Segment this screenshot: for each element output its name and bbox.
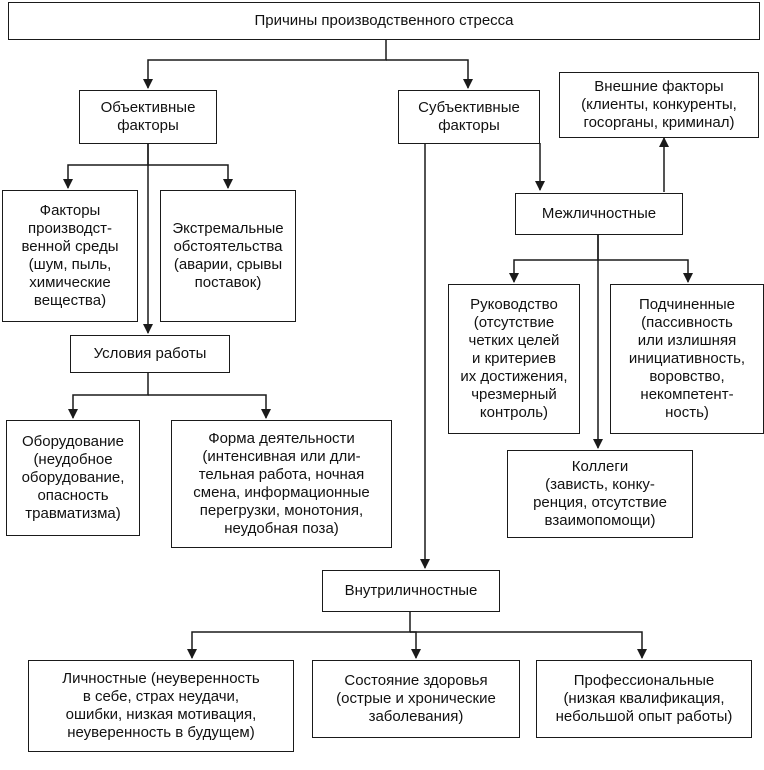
intrapersonal-box: Внутриличностные (322, 570, 500, 612)
equipment-text: Оборудование (неудобное оборудование, оп… (21, 433, 125, 522)
interpersonal-text: Межличностные (541, 205, 657, 222)
root-box: Причины производственного стресса (8, 2, 760, 40)
extreme-circumstances-text: Экстремальные обстоятельства (аварии, ср… (172, 220, 284, 291)
external-factors-text: Внешние факторы (клиенты, конкуренты, го… (581, 78, 737, 131)
professional-text: Профессиональные (низкая квалификация, н… (555, 672, 733, 725)
subjective-factors-text: Субъективные факторы (418, 99, 520, 134)
colleagues-text: Коллеги (зависть, конку- ренция, отсутст… (533, 458, 667, 529)
activity-form-text: Форма деятельности (интенсивная или дли-… (193, 430, 370, 537)
colleagues-box: Коллеги (зависть, конку- ренция, отсутст… (507, 450, 693, 538)
personal-text: Личностные (неуверенность в себе, страх … (62, 670, 260, 741)
objective-factors-box: Объективные факторы (79, 90, 217, 144)
intrapersonal-text: Внутриличностные (344, 582, 478, 599)
management-text: Руководство (отсутствие четких целей и к… (460, 296, 568, 421)
work-conditions-text: Условия работы (93, 345, 207, 362)
objective-factors-text: Объективные факторы (100, 99, 196, 134)
extreme-circumstances-box: Экстремальные обстоятельства (аварии, ср… (160, 190, 296, 322)
work-conditions-box: Условия работы (70, 335, 230, 373)
root-text: Причины производственного стресса (254, 12, 514, 29)
health-box: Состояние здоровья (острые и хронические… (312, 660, 520, 738)
health-text: Состояние здоровья (острые и хронические… (336, 672, 496, 725)
equipment-box: Оборудование (неудобное оборудование, оп… (6, 420, 140, 536)
production-environment-box: Факторы производст- венной среды (шум, п… (2, 190, 138, 322)
subordinates-box: Подчиненные (пассивность или излишняя ин… (610, 284, 764, 434)
interpersonal-box: Межличностные (515, 193, 683, 235)
management-box: Руководство (отсутствие четких целей и к… (448, 284, 580, 434)
professional-box: Профессиональные (низкая квалификация, н… (536, 660, 752, 738)
activity-form-box: Форма деятельности (интенсивная или дли-… (171, 420, 392, 548)
external-factors-box: Внешние факторы (клиенты, конкуренты, го… (559, 72, 759, 138)
subordinates-text: Подчиненные (пассивность или излишняя ин… (628, 296, 746, 421)
personal-box: Личностные (неуверенность в себе, страх … (28, 660, 294, 752)
production-environment-text: Факторы производст- венной среды (шум, п… (21, 202, 119, 309)
subjective-factors-box: Субъективные факторы (398, 90, 540, 144)
